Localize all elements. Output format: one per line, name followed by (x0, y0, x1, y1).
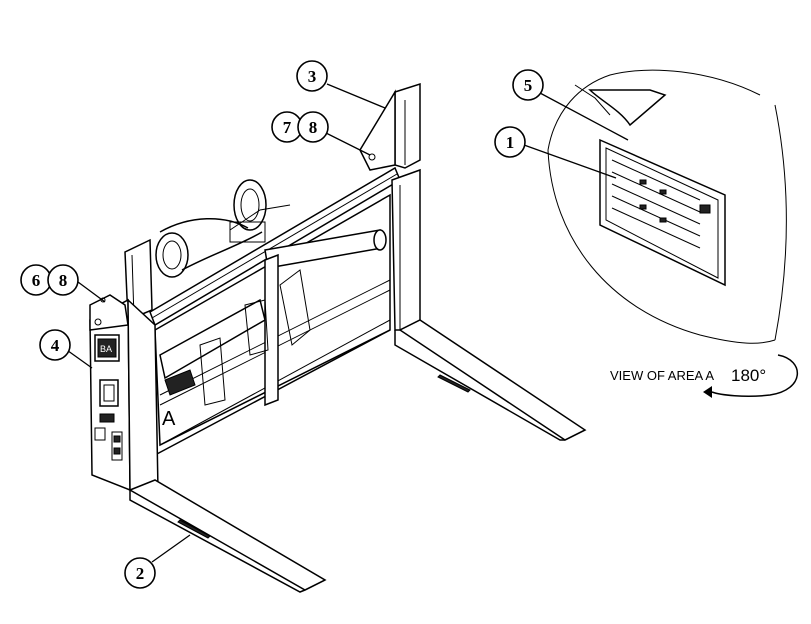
right-fork (391, 168, 587, 441)
rotation-label: 180° (731, 366, 766, 385)
callout-2: 2 (124, 557, 156, 589)
inner-frame (154, 193, 391, 456)
detail-view: VIEW OF AREA A 180° (547, 69, 798, 398)
svg-text:3: 3 (308, 67, 317, 86)
svg-text:7: 7 (283, 118, 292, 137)
svg-text:8: 8 (309, 118, 318, 137)
callout-8-lower: 8 (47, 264, 79, 296)
fork-carriage-assembly: BA A (89, 82, 587, 593)
callout-8-upper: 8 (297, 111, 329, 143)
decal-label: BA (100, 344, 112, 354)
left-side-plate: BA A (89, 294, 176, 492)
svg-text:1: 1 (506, 133, 515, 152)
view-label: VIEW OF AREA A (610, 368, 714, 383)
callout-1: 1 (494, 126, 526, 158)
rotation-arrow-icon (703, 354, 798, 398)
area-a-marker: A (162, 408, 176, 430)
data-plate (599, 138, 726, 287)
left-fork (128, 479, 327, 593)
hydraulic-cylinder (155, 179, 291, 278)
callout-3: 3 (296, 60, 328, 92)
callout-4: 4 (39, 329, 71, 361)
svg-text:5: 5 (524, 76, 533, 95)
svg-text:8: 8 (59, 271, 68, 290)
rear-bracket (359, 82, 421, 171)
svg-text:6: 6 (32, 271, 41, 290)
callout-5: 5 (512, 69, 544, 101)
svg-text:2: 2 (136, 564, 145, 583)
callout-6: 6 (20, 264, 52, 296)
svg-text:4: 4 (51, 336, 60, 355)
